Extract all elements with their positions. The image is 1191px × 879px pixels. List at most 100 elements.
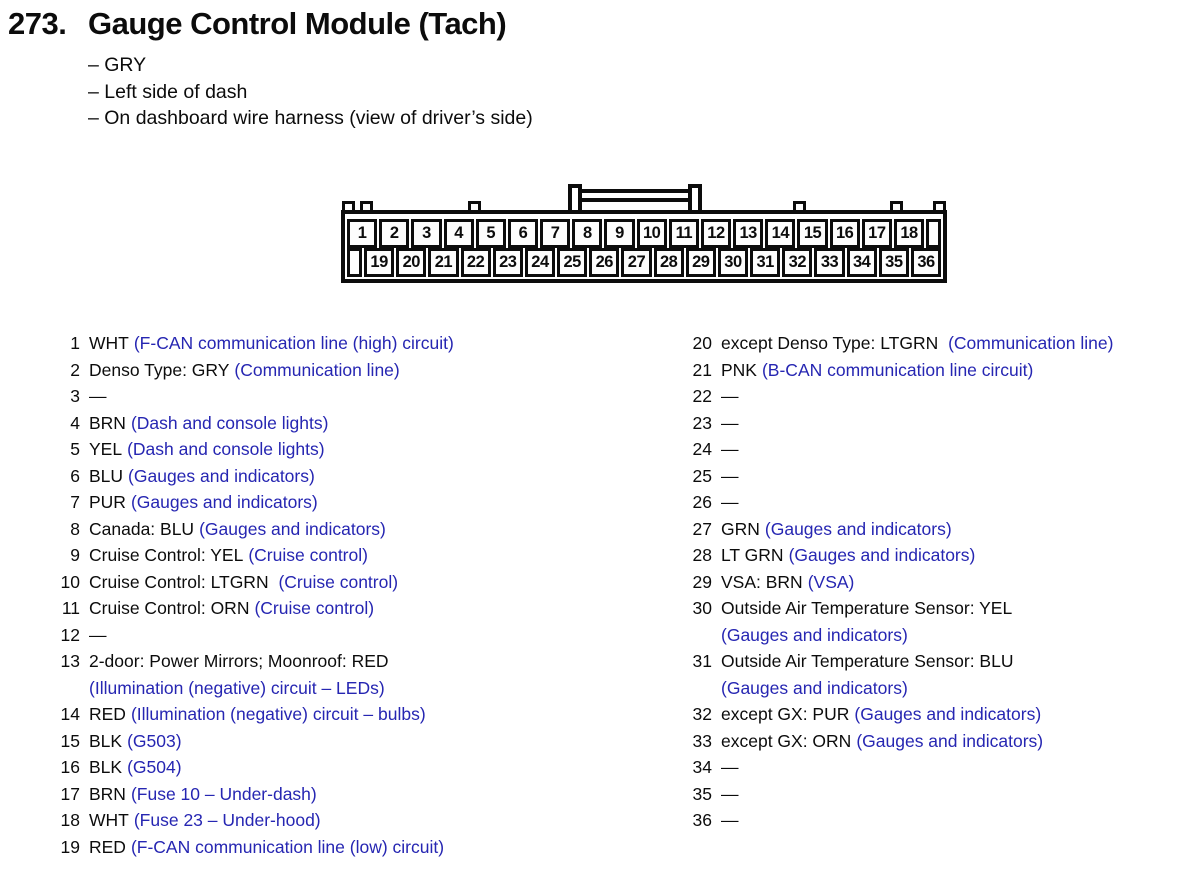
connector-tab	[793, 201, 806, 212]
connector-pin-cell: 23	[492, 248, 523, 277]
pin-row: 36—	[686, 807, 1191, 834]
pin-wire-label: BRN	[89, 783, 126, 804]
connector-diagram: 1 2 3 4 5 6 7 8 9 10 11 12 13 14 15 16 1…	[341, 183, 947, 283]
pin-wire-label: —	[721, 412, 739, 433]
pin-circuit-label: (B-CAN communication line circuit)	[761, 359, 1034, 380]
pin-description: Cruise Control: YEL(Cruise control)	[89, 542, 654, 569]
pin-wire-label: —	[721, 757, 739, 777]
connector-latch-bar	[582, 189, 688, 202]
pin-circuit-label: (Gauges and indicators)	[764, 518, 952, 539]
pin-description: —	[721, 807, 1191, 834]
pin-circuit-label: (Gauges and indicators)	[721, 677, 908, 698]
connector-pin-cell: 34	[846, 248, 877, 277]
pin-wire-label: Outside Air Temperature Sensor: YEL	[721, 598, 1013, 618]
pin-number: 27	[692, 518, 712, 539]
connector-pin-cell: 2	[379, 219, 410, 248]
pin-description: GRN(Gauges and indicators)	[721, 516, 1191, 543]
pin-row: 23—	[686, 410, 1191, 437]
connector-pin-cell: 35	[878, 248, 909, 277]
connector-blank-cell	[347, 248, 362, 277]
connector-row-bottom: 19 20 21 22 23 24 25 26 27 28 29 30 31 3…	[347, 248, 942, 277]
pin-number: 13	[60, 651, 80, 671]
connector-pin-cell: 32	[782, 248, 813, 277]
pin-description: Outside Air Temperature Sensor: YEL(Gaug…	[721, 595, 1191, 648]
pin-number: 29	[692, 571, 712, 592]
connector-pin-cell: 30	[717, 248, 749, 277]
connector-pin-cell: 17	[861, 219, 892, 248]
connector-pin-cell: 21	[428, 248, 459, 277]
pin-description: —	[721, 436, 1191, 463]
pin-wire-label: —	[721, 386, 739, 406]
connector-pin-cell: 15	[797, 219, 828, 248]
pin-row: 22—	[686, 383, 1191, 410]
pin-number: 2	[70, 359, 80, 380]
pin-row: 34 —	[686, 754, 1191, 781]
connector-pin-cell: 20	[396, 248, 427, 277]
pin-wire-label: 2-door: Power Mirrors; Moonroof: RED	[89, 651, 389, 671]
pin-wire-label: —	[721, 465, 739, 486]
connector-tab	[468, 201, 481, 212]
pin-description: —	[721, 383, 1191, 410]
connector-pin-cell: 1	[347, 219, 378, 248]
connector-pin-cell: 29	[685, 248, 716, 277]
pin-description: —	[89, 383, 654, 410]
pin-description: Cruise Control: ORN(Cruise control)	[89, 595, 654, 622]
pin-number: 28	[692, 545, 712, 565]
pin-description: WHT(Fuse 23 – Under-hood)	[89, 807, 654, 834]
pin-number: 6	[70, 465, 80, 486]
pin-number: 26	[692, 492, 712, 512]
pin-number: 24	[692, 439, 712, 459]
pin-description: 2-door: Power Mirrors; Moonroof: RED(Ill…	[89, 648, 654, 701]
connector-pin-cell: 12	[700, 219, 732, 248]
connector-pin-cell: 13	[733, 219, 764, 248]
pin-number: 10	[60, 571, 80, 592]
pin-number: 34	[692, 757, 712, 777]
connector-row-top: 1 2 3 4 5 6 7 8 9 10 11 12 13 14 15 16 1…	[347, 219, 941, 248]
connector-tab	[342, 201, 355, 212]
pin-wire-label: BLU	[89, 465, 124, 486]
pin-wire-label: Denso Type: GRY	[89, 359, 230, 380]
pin-number: 3	[70, 386, 80, 406]
pin-number: 20	[692, 333, 712, 353]
pin-circuit-label: (Dash and console lights)	[130, 412, 329, 433]
pin-wire-label: —	[721, 810, 739, 830]
pin-number: 30	[692, 598, 712, 618]
pin-circuit-label: (Gauges and indicators)	[854, 704, 1042, 724]
connector-pin-cell: 14	[765, 219, 796, 248]
note-line: – GRY	[88, 54, 147, 76]
pin-wire-label: YEL	[89, 439, 123, 459]
connector-pin-cell: 5	[475, 219, 506, 248]
pin-wire-label: LT GRN	[721, 545, 784, 565]
connector-pin-cell: 10	[636, 219, 667, 248]
pin-description: Canada: BLU(Gauges and indicators)	[89, 516, 654, 543]
connector-blank-cell	[926, 219, 941, 248]
note-line: – On dashboard wire harness (view of dri…	[88, 107, 533, 129]
connector-pin-cell: 3	[411, 219, 442, 248]
pin-wire-label: Cruise Control: LTGRN	[89, 571, 274, 592]
connector-pin-cell: 8	[572, 219, 603, 248]
pin-description: BRN(Fuse 10 – Under-dash)	[89, 781, 654, 808]
pin-description: BRN(Dash and console lights)	[89, 410, 654, 437]
page-header: 273. Gauge Control Module (Tach)	[8, 6, 507, 42]
pin-circuit-label: (Gauges and indicators)	[199, 518, 386, 539]
pin-circuit-label: (Fuse 10 – Under-dash)	[130, 783, 317, 804]
connector-pin-cell: 6	[507, 219, 539, 248]
pin-row: 25—	[686, 463, 1191, 490]
pin-description: —	[721, 754, 1191, 781]
pin-row: 13 2-door: Power Mirrors; Moonroof: RED(I…	[54, 648, 654, 701]
connector-pin-cell: 33	[814, 248, 845, 277]
pin-number: 35	[692, 783, 712, 804]
pin-wire-label: except Denso Type: LTGRN	[721, 333, 944, 353]
pin-description: Cruise Control: LTGRN (Cruise control)	[89, 569, 654, 596]
